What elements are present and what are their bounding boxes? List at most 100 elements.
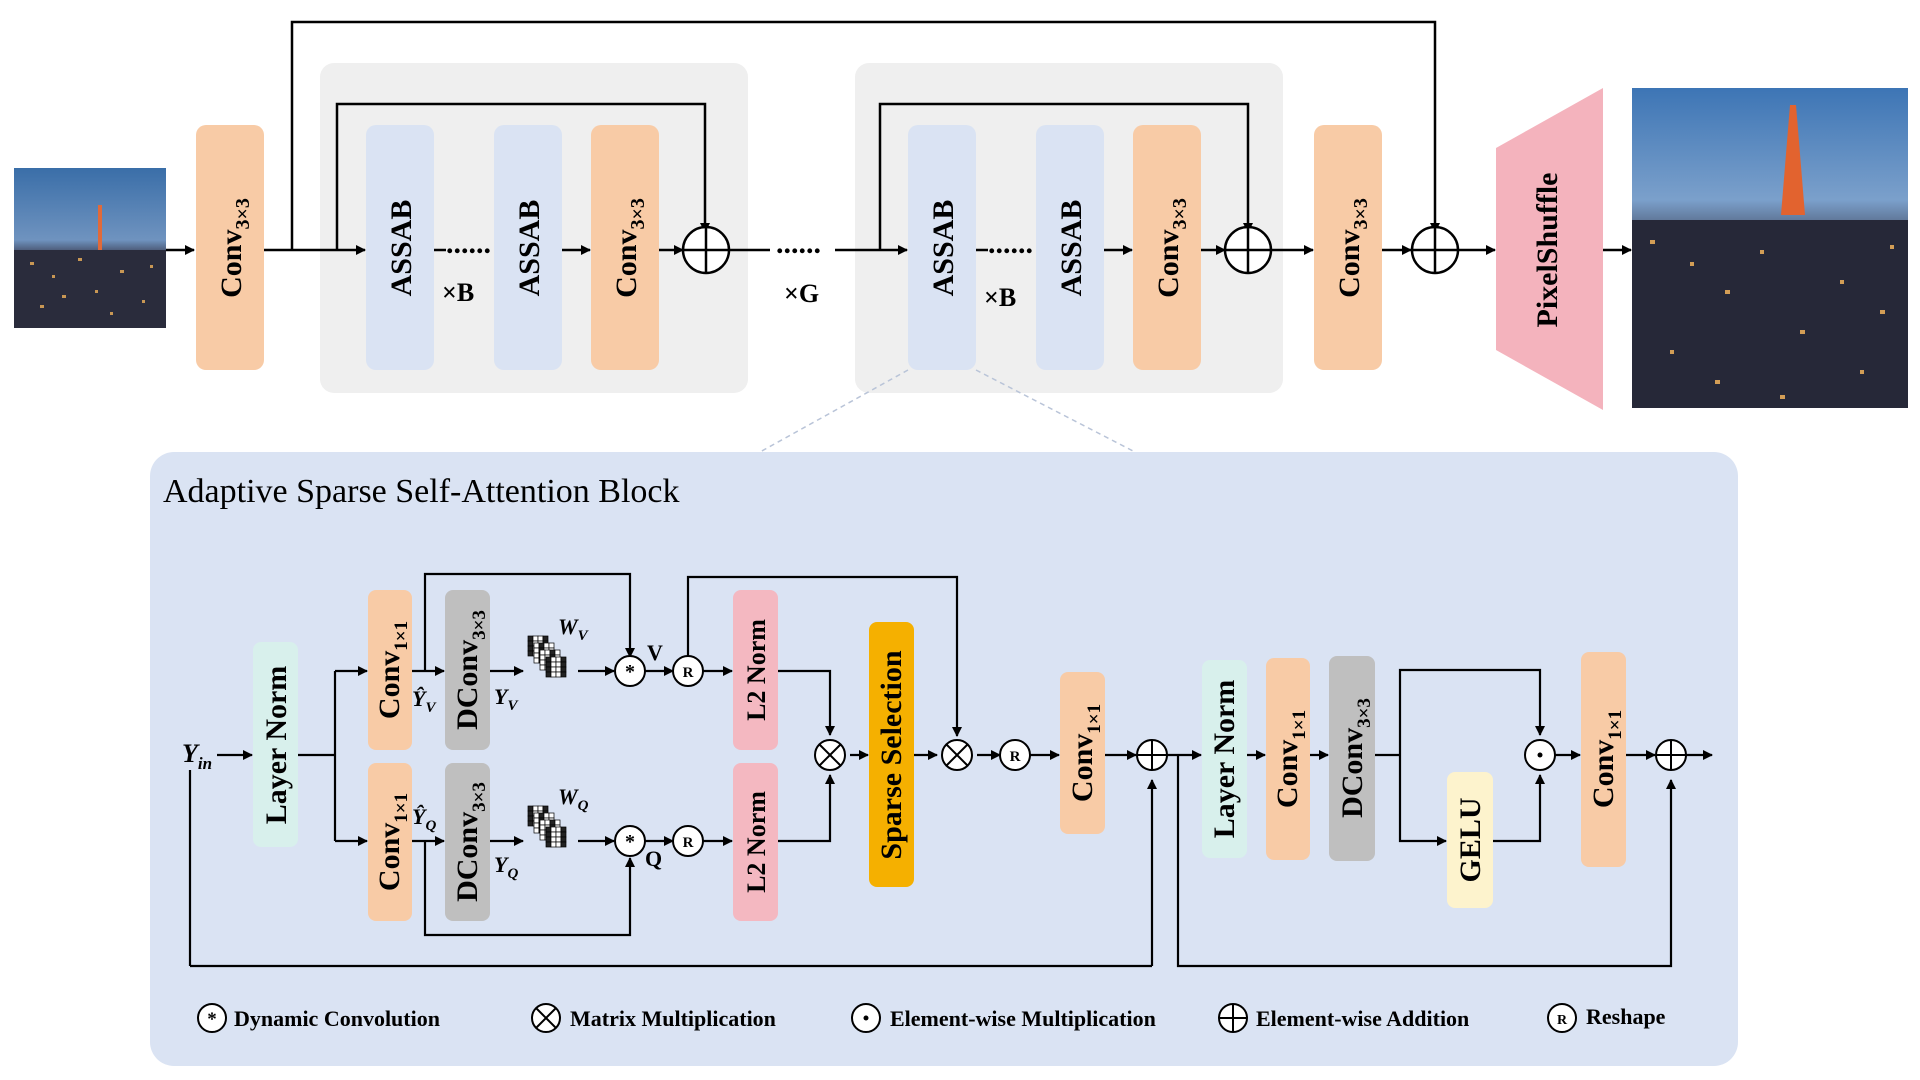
reshape-q-icon: R <box>672 825 704 857</box>
assab-label-g1-a: ASSAB <box>385 200 418 297</box>
legend-element-mult-icon <box>851 1003 881 1033</box>
dconv3x3-top-label: DConv3×3 <box>451 610 490 730</box>
times-g: ×G <box>784 279 819 308</box>
kernel-stack-v-icon <box>527 635 567 678</box>
dconv3x3-bottom-box <box>445 763 490 921</box>
dconv3x3-ffn-label: DConv3×3 <box>1336 698 1375 818</box>
v-label: V <box>647 640 663 665</box>
reshape-mid-icon: R <box>999 739 1031 771</box>
legend-matrix-mult-icon <box>531 1003 561 1033</box>
svg-text:R: R <box>1557 1013 1568 1028</box>
legend-reshape-icon: R <box>1547 1003 1577 1033</box>
yhat-q-label: ŶQ <box>412 804 436 834</box>
input-image <box>14 168 166 328</box>
matrix-mult-2-icon <box>941 739 973 771</box>
svg-text:*: * <box>625 661 635 683</box>
assab-box-g2-b <box>1036 125 1104 370</box>
conv1x1-bottom-box <box>368 763 412 921</box>
legend-element-add-icon <box>1218 1003 1248 1033</box>
group-2-skip <box>878 102 1253 250</box>
dots-g1: ...... <box>446 227 491 260</box>
conv1x1-ffn-box <box>1266 658 1310 860</box>
w-q-label: WQ <box>558 784 589 814</box>
conv3x3-last-box <box>1314 125 1382 370</box>
legend: * Dynamic Convolution Matrix Multiplicat… <box>197 1003 1666 1033</box>
svg-text:*: * <box>207 1009 217 1030</box>
l2-norm-top-box <box>733 590 778 750</box>
zoom-line-left <box>759 369 909 453</box>
y-v-label: YV <box>494 684 519 714</box>
element-mult-icon <box>1524 739 1556 771</box>
kernel-stack-q-icon <box>527 805 567 848</box>
svg-text:R: R <box>683 665 694 681</box>
conv3x3-g1-label: Conv3×3 <box>610 198 649 298</box>
global-skip-connection <box>290 20 1440 250</box>
legend-reshape-label: Reshape <box>1586 1004 1666 1029</box>
matrix-mult-1-icon <box>814 739 846 771</box>
l2-norm-bottom-box <box>733 763 778 921</box>
conv1x1-mid-box <box>1060 672 1105 834</box>
conv3x3-last-label: Conv3×3 <box>1333 198 1372 298</box>
input-label-yin: Yin <box>182 739 212 773</box>
conv1x1-mid-label: Conv1×1 <box>1066 704 1105 802</box>
conv1x1-ffn-label: Conv1×1 <box>1271 710 1310 808</box>
w-v-label: WV <box>558 614 590 644</box>
conv1x1-top-box <box>368 590 412 750</box>
l2-norm-bottom-label: L2 Norm <box>742 791 771 893</box>
assab-label-g2-b: ASSAB <box>1055 200 1088 297</box>
conv3x3-g2-box <box>1133 125 1201 370</box>
conv3x3-first-box <box>196 125 264 370</box>
y-q-label: YQ <box>494 852 518 882</box>
legend-element-add-label: Element-wise Addition <box>1256 1006 1469 1031</box>
assab-title: Adaptive Sparse Self-Attention Block <box>163 473 680 510</box>
dynamic-conv-q-icon: * <box>614 825 646 857</box>
assab-label-g2-a: ASSAB <box>927 200 960 297</box>
legend-dynamic-conv-label: Dynamic Convolution <box>234 1006 440 1031</box>
assab-box-g1-b <box>494 125 562 370</box>
pixelshuffle-trapezoid <box>1496 88 1603 410</box>
times-b-g1: ×B <box>442 278 474 307</box>
svg-text:R: R <box>1010 749 1021 765</box>
dynamic-conv-v-icon: * <box>614 655 646 687</box>
legend-matrix-mult-label: Matrix Multiplication <box>570 1006 776 1031</box>
add-1-icon <box>1136 739 1168 771</box>
add-2-icon <box>1655 739 1687 771</box>
conv1x1-top-label: Conv1×1 <box>373 621 412 719</box>
pixelshuffle-label: PixelShuffle <box>1531 173 1564 328</box>
conv3x3-first-label: Conv3×3 <box>215 198 254 298</box>
q-label: Q <box>645 846 662 871</box>
layer-norm-1-label: Layer Norm <box>260 666 293 825</box>
gelu-box <box>1447 772 1493 908</box>
svg-text:*: * <box>625 831 635 853</box>
zoom-line-right <box>975 369 1136 453</box>
add-icon-g2 <box>1223 225 1273 275</box>
layer-norm-2-box <box>1202 660 1247 858</box>
conv1x1-out-label: Conv1×1 <box>1587 710 1626 808</box>
l2-norm-top-label: L2 Norm <box>742 619 771 721</box>
dconv3x3-bottom-label: DConv3×3 <box>451 782 490 902</box>
assab-box-g1-a <box>366 125 434 370</box>
conv1x1-bottom-label: Conv1×1 <box>373 793 412 891</box>
reshape-v-icon: R <box>672 655 704 687</box>
add-icon-g1 <box>681 225 731 275</box>
sparse-selection-box <box>869 622 914 887</box>
dconv3x3-top-box <box>445 590 490 750</box>
times-b-g2: ×B <box>984 283 1016 312</box>
group-1-skip <box>335 102 710 250</box>
yhat-v-label: ŶV <box>412 686 437 716</box>
output-image <box>1632 88 1908 408</box>
assab-connectors <box>188 572 1713 968</box>
legend-element-mult-label: Element-wise Multiplication <box>890 1006 1156 1031</box>
legend-dynamic-conv-icon: * <box>197 1003 227 1033</box>
layer-norm-1-box <box>253 642 298 847</box>
layer-norm-2-label: Layer Norm <box>1208 680 1241 839</box>
dconv3x3-ffn-box <box>1329 656 1375 861</box>
conv1x1-out-box <box>1581 652 1626 867</box>
conv3x3-g2-label: Conv3×3 <box>1152 198 1191 298</box>
add-icon-global <box>1410 225 1460 275</box>
gelu-label: GELU <box>1454 797 1487 882</box>
assab-box-g2-a <box>908 125 976 370</box>
sparse-selection-label: Sparse Selection <box>875 650 908 859</box>
